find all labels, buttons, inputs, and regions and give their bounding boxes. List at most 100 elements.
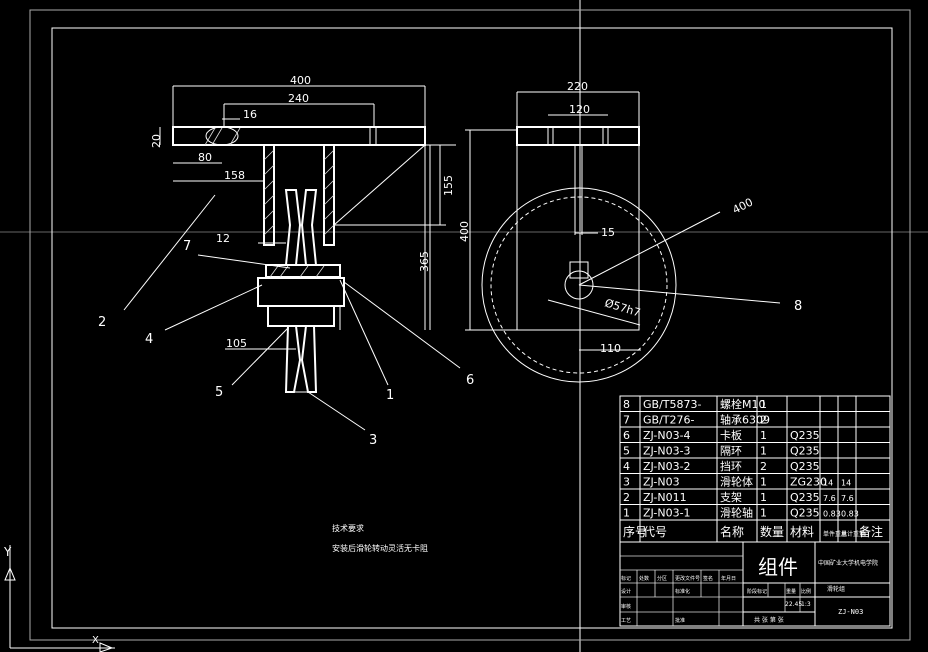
pulley-left-half <box>284 189 302 266</box>
stage-header: 阶段标记 <box>747 588 767 595</box>
lower-hub <box>267 305 335 327</box>
bom-cell-no: 2 <box>623 491 630 504</box>
notes-line1: 安装后滑轮转动灵活无卡阻 <box>332 543 428 553</box>
hdr-mark: 标记 <box>621 575 631 582</box>
title-block: 组件 中国矿业大学机电学院 滑轮组 ZJ-N03 22.45 1:3 重量 比例… <box>619 541 891 627</box>
lower-pulley-left <box>284 325 302 393</box>
hdr-check: 审核 <box>621 603 631 610</box>
sheets-text: 共 张 第 张 <box>754 616 784 624</box>
bom-header-w1: 单件重量 <box>823 530 847 538</box>
bom-cell-code: ZJ-N03 <box>643 476 680 489</box>
sheet-border-outer <box>29 9 911 641</box>
bom-cell-code: ZJ-N03-1 <box>643 507 691 520</box>
callout-7: 7 <box>183 239 191 254</box>
hdr-date: 年月日 <box>721 575 736 582</box>
bom-cell-qty: 1 <box>760 398 767 411</box>
hdr-process: 工艺 <box>621 618 631 624</box>
bom-cell-no: 1 <box>623 507 630 520</box>
side-top-plate <box>516 126 640 146</box>
bom-cell-qty: 1 <box>760 445 767 458</box>
bom-header-code: 代号 <box>643 525 667 539</box>
axle-housing <box>257 277 345 307</box>
bom-cell-w2: 7.6 <box>841 494 854 503</box>
callout-4: 4 <box>145 332 153 347</box>
pulley-outer-circle <box>481 187 677 383</box>
bom-cell-code: ZJ-N03-2 <box>643 460 691 473</box>
dim-20: 20 <box>150 134 163 148</box>
callout-3: 3 <box>369 433 377 448</box>
bom-cell-no: 7 <box>623 414 630 427</box>
bom-cell-w1: 14 <box>823 479 833 488</box>
bom-header-w2: 总计重量 <box>841 530 865 538</box>
bom-cell-name: 滑轮轴 <box>720 506 753 520</box>
sheet-border-inner <box>51 27 893 629</box>
hdr-zone: 分区 <box>657 575 667 582</box>
bom-cell-code: ZJ-N03-4 <box>643 429 691 442</box>
callout-2: 2 <box>98 315 106 330</box>
company-name: 中国矿业大学机电学院 <box>818 559 878 567</box>
bom-cell-name: 隔环 <box>720 445 742 458</box>
dim-120: 120 <box>569 103 590 116</box>
bom-cell-name: 滑轮体 <box>720 475 753 489</box>
lower-pulley-right <box>300 325 318 393</box>
hdr-doc: 更改文件号 <box>675 575 700 582</box>
dim-365: 365 <box>418 251 431 272</box>
bom-header-no: 序号 <box>623 524 647 539</box>
callout-1: 1 <box>386 388 394 403</box>
side-view: 220 120 15 400 400 Ø57h7 110 8 <box>458 80 802 383</box>
pulley-right-half <box>300 189 318 266</box>
dim-15: 15 <box>601 226 615 239</box>
dim-400: 400 <box>290 74 311 87</box>
bom-cell-no: 8 <box>623 398 630 411</box>
side-frame <box>516 144 640 331</box>
callout-8: 8 <box>794 299 802 314</box>
bom-cell-no: 6 <box>623 429 630 442</box>
bom-cell-qty: 1 <box>760 507 767 520</box>
bom-cell-code: GB/T276- <box>643 414 694 427</box>
bom-cell-qty: 2 <box>760 414 767 427</box>
bom-cell-name: 支架 <box>720 491 742 504</box>
scale-value: 1:3 <box>801 601 811 608</box>
drawing-title: 滑轮组 <box>827 585 845 593</box>
bom-cell-mat: Q235 <box>790 445 820 458</box>
axis-y-label: Y <box>3 545 12 559</box>
side-hub-key <box>569 261 589 279</box>
dim-220: 220 <box>567 80 588 93</box>
bom-cell-mat: Q235 <box>790 429 820 442</box>
dim-240: 240 <box>288 92 309 105</box>
hdr-std: 标准化 <box>675 588 690 595</box>
bom-cell-qty: 1 <box>760 476 767 489</box>
bom-cell-qty: 1 <box>760 429 767 442</box>
axis-x-label: X <box>92 635 99 646</box>
bom-cell-no: 3 <box>623 476 630 489</box>
dim-110: 110 <box>600 342 621 355</box>
bom-cell-mat: Q235 <box>790 491 820 504</box>
bom-cell-mat: ZG230 <box>790 476 827 489</box>
notes-title: 技术要求 <box>332 523 364 533</box>
bom-header-qty: 数量 <box>760 524 784 539</box>
weight-header: 重量 <box>786 588 796 595</box>
dim-400-vertical: 400 <box>458 221 471 242</box>
part-name: 组件 <box>758 555 798 579</box>
dim-105: 105 <box>226 337 247 350</box>
callout-6: 6 <box>466 373 474 388</box>
dim-16: 16 <box>243 108 257 121</box>
pulley-groove-circle <box>490 196 668 374</box>
ucs-icon: Y X <box>3 545 115 652</box>
bom-cell-code: GB/T5873- <box>643 398 701 411</box>
bom-header-name: 名称 <box>720 524 744 539</box>
hdr-count: 处数 <box>639 575 649 582</box>
bom-cell-w2: 14 <box>841 479 851 488</box>
dim-80: 80 <box>198 151 212 164</box>
bom-cell-qty: 2 <box>760 460 767 473</box>
dim-155: 155 <box>442 175 455 196</box>
bom-header-mat: 材料 <box>790 525 814 539</box>
axle-bore-circle <box>564 270 594 300</box>
scale-header: 比例 <box>801 588 811 595</box>
bom-cell-w1: 0.83 <box>823 510 841 519</box>
hdr-approve: 批准 <box>675 617 685 624</box>
weight-value: 22.45 <box>785 601 802 608</box>
bom-cell-name: 螺栓M10 <box>720 397 766 411</box>
